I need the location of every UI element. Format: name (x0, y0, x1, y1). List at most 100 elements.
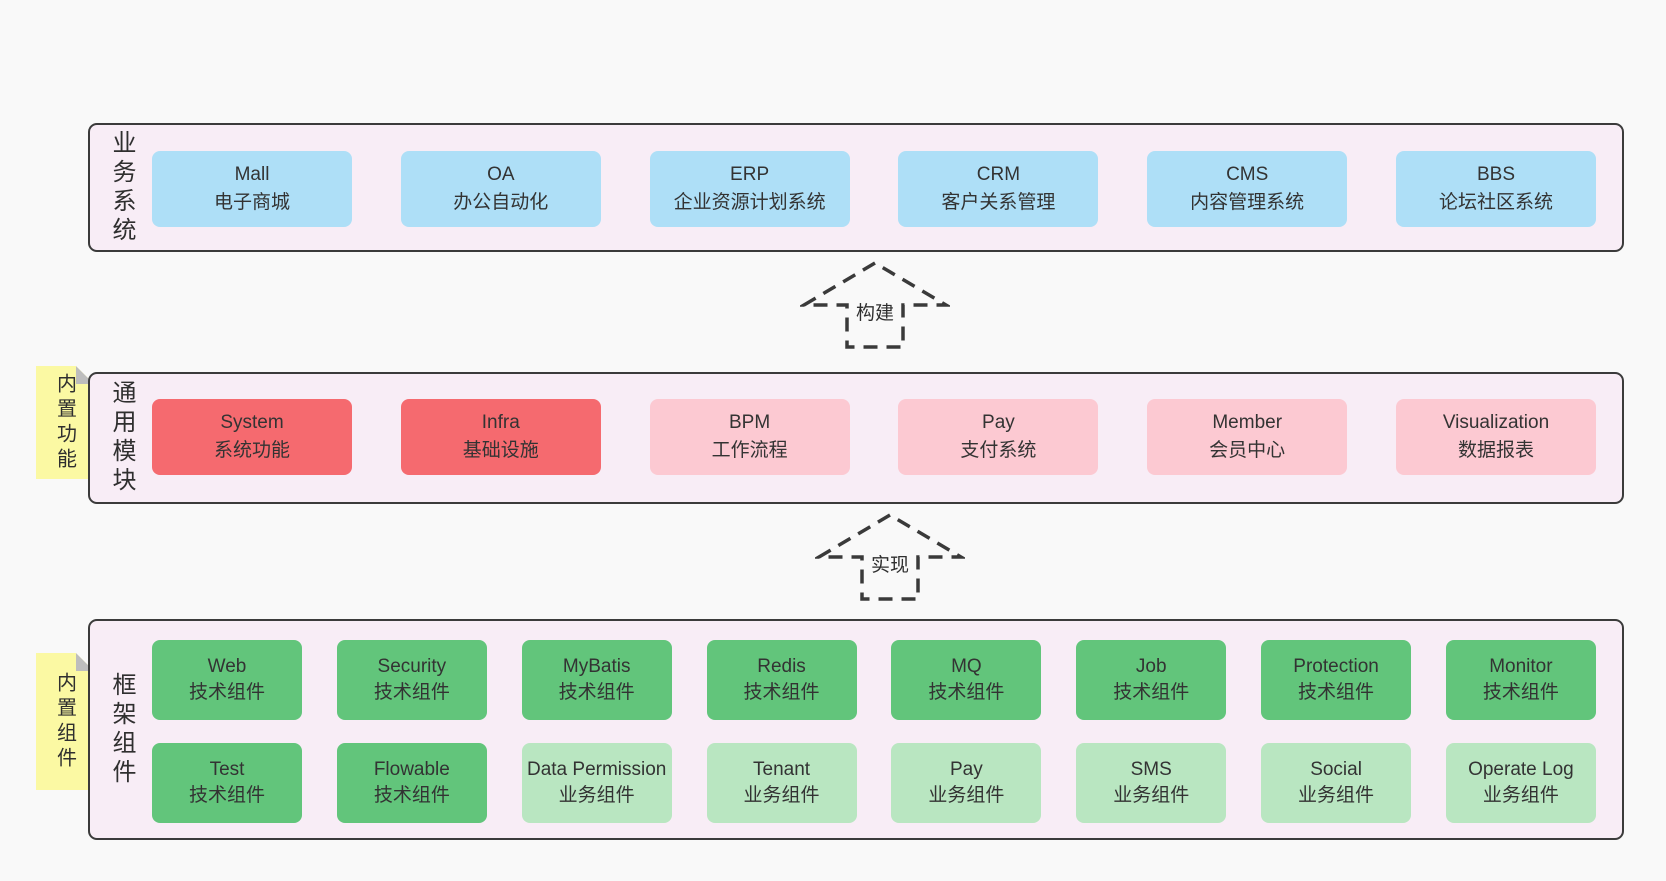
box-title: Pay (950, 758, 983, 780)
box-tenant: Tenant 业务组件 (706, 743, 857, 823)
box-title: CMS (1226, 163, 1269, 185)
section-business-systems: 业务系统 Mall 电子商城 OA 办公自动化 ERP 企业资源计划系统 CRM… (88, 123, 1624, 252)
box-title: Member (1212, 411, 1283, 433)
components-box-row-1: Web 技术组件 Security 技术组件 MyBatis 技术组件 Redi… (152, 640, 1596, 720)
box-title: MyBatis (562, 655, 631, 677)
box-cms: CMS 内容管理系统 (1147, 151, 1348, 227)
box-subtitle: 工作流程 (711, 440, 788, 461)
box-title: Test (209, 758, 245, 780)
box-title: Web (207, 655, 247, 677)
box-bbs: BBS 论坛社区系统 (1395, 151, 1596, 227)
box-subtitle: 电子商城 (213, 192, 290, 213)
components-box-row-2: Test 技术组件 Flowable 技术组件 Data Permission … (152, 743, 1596, 823)
box-subtitle: 技术组件 (188, 682, 265, 703)
box-title: Monitor (1489, 655, 1553, 677)
box-subtitle: 技术组件 (1482, 682, 1559, 703)
arrow-build-label: 构建 (850, 298, 900, 325)
box-subtitle: 技术组件 (373, 682, 450, 703)
box-subtitle: 业务组件 (1113, 785, 1190, 806)
box-subtitle: 数据报表 (1457, 440, 1534, 461)
box-redis: Redis 技术组件 (706, 640, 857, 720)
box-subtitle: 技术组件 (558, 682, 635, 703)
box-operate-log: Operate Log 业务组件 (1445, 743, 1596, 823)
box-subtitle: 基础设施 (462, 440, 539, 461)
section-common-modules: 通用模块 System 系统功能 Infra 基础设施 BPM 工作流程 Pay… (88, 372, 1624, 504)
box-title: System (220, 411, 284, 433)
box-title: ERP (730, 163, 770, 185)
box-title: Redis (757, 655, 806, 677)
box-erp: ERP 企业资源计划系统 (649, 151, 850, 227)
box-subtitle: 技术组件 (928, 682, 1005, 703)
box-flowable: Flowable 技术组件 (336, 743, 487, 823)
box-title: Protection (1293, 655, 1379, 677)
section-framework-components: 框架组件 Web 技术组件 Security 技术组件 MyBatis 技术组件… (88, 619, 1624, 840)
box-title: Infra (481, 411, 520, 433)
box-subtitle: 技术组件 (1298, 682, 1375, 703)
box-pay-component: Pay 业务组件 (891, 743, 1042, 823)
box-title: Tenant (753, 758, 811, 780)
box-subtitle: 客户关系管理 (941, 192, 1056, 213)
box-subtitle: 论坛社区系统 (1438, 192, 1553, 213)
section-label-business-systems: 业务系统 (108, 129, 135, 246)
box-subtitle: 内容管理系统 (1190, 192, 1305, 213)
dashed-up-arrow-icon (800, 260, 950, 349)
sticky-note-label: 内置组件 (53, 671, 76, 772)
box-member: Member 会员中心 (1147, 399, 1348, 475)
box-data-permission: Data Permission 业务组件 (521, 743, 672, 823)
box-oa: OA 办公自动化 (400, 151, 601, 227)
box-sms: SMS 业务组件 (1076, 743, 1227, 823)
section-label-common-modules: 通用模块 (108, 380, 135, 496)
box-subtitle: 业务组件 (558, 785, 635, 806)
section-label-framework-components: 框架组件 (108, 671, 135, 788)
box-pay-module: Pay 支付系统 (898, 399, 1099, 475)
box-title: Job (1135, 655, 1167, 677)
box-title: SMS (1130, 758, 1172, 780)
box-title: Operate Log (1468, 758, 1574, 780)
box-subtitle: 企业资源计划系统 (673, 192, 826, 213)
box-title: CRM (976, 163, 1021, 185)
business-box-row: Mall 电子商城 OA 办公自动化 ERP 企业资源计划系统 CRM 客户关系… (152, 151, 1596, 227)
box-title: Flowable (373, 758, 450, 780)
box-title: Mall (234, 163, 270, 185)
box-title: MQ (951, 655, 982, 677)
box-mybatis: MyBatis 技术组件 (521, 640, 672, 720)
box-bpm: BPM 工作流程 (649, 399, 850, 475)
box-title: Security (377, 655, 447, 677)
box-title: Social (1310, 758, 1362, 780)
box-mall: Mall 电子商城 (152, 151, 352, 227)
box-subtitle: 会员中心 (1209, 440, 1286, 461)
box-monitor: Monitor 技术组件 (1445, 640, 1596, 720)
box-visualization: Visualization 数据报表 (1395, 399, 1596, 475)
box-subtitle: 技术组件 (1113, 682, 1190, 703)
box-title: Pay (982, 411, 1015, 433)
box-test: Test 技术组件 (152, 743, 302, 823)
box-subtitle: 技术组件 (188, 785, 265, 806)
arrow-implement-label: 实现 (865, 550, 915, 577)
box-subtitle: 业务组件 (1482, 785, 1559, 806)
box-title: Visualization (1442, 411, 1550, 433)
box-social: Social 业务组件 (1261, 743, 1412, 823)
box-infra: Infra 基础设施 (400, 399, 601, 475)
box-subtitle: 技术组件 (373, 785, 450, 806)
box-subtitle: 业务组件 (928, 785, 1005, 806)
box-mq: MQ 技术组件 (891, 640, 1042, 720)
box-subtitle: 系统功能 (213, 440, 290, 461)
box-subtitle: 技术组件 (743, 682, 820, 703)
box-crm: CRM 客户关系管理 (898, 151, 1099, 227)
box-title: Data Permission (526, 758, 667, 780)
modules-box-row: System 系统功能 Infra 基础设施 BPM 工作流程 Pay 支付系统… (152, 399, 1596, 475)
box-title: BBS (1476, 163, 1515, 185)
dashed-up-arrow-icon (815, 512, 965, 601)
box-title: BPM (729, 411, 771, 433)
sticky-note-label: 内置功能 (53, 372, 76, 473)
box-web: Web 技术组件 (152, 640, 302, 720)
box-subtitle: 业务组件 (1298, 785, 1375, 806)
box-job: Job 技术组件 (1076, 640, 1227, 720)
box-security: Security 技术组件 (336, 640, 487, 720)
arrow-build-up: 构建 (800, 259, 950, 351)
box-subtitle: 办公自动化 (453, 192, 549, 213)
box-protection: Protection 技术组件 (1261, 640, 1412, 720)
arrow-implement-up: 实现 (815, 511, 965, 603)
box-subtitle: 支付系统 (960, 440, 1037, 461)
